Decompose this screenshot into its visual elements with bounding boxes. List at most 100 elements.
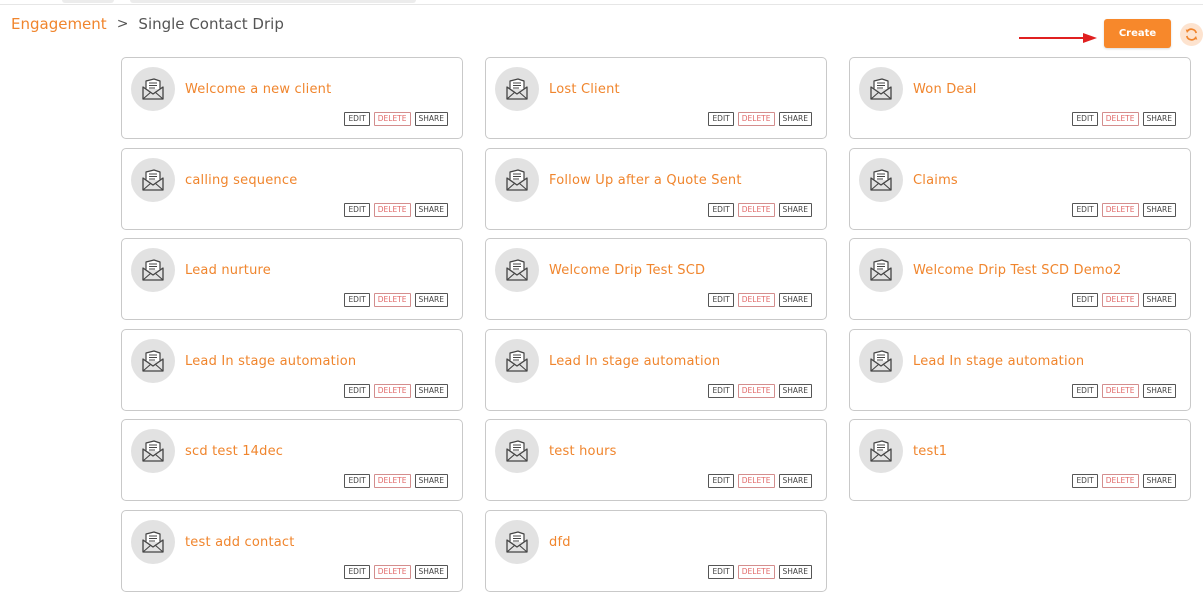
envelope-letter-icon bbox=[859, 157, 903, 202]
drip-card[interactable]: dfd EDIT DELETE SHARE bbox=[485, 509, 827, 592]
delete-button[interactable]: DELETE bbox=[737, 474, 775, 489]
share-button[interactable]: SHARE bbox=[778, 293, 812, 308]
drip-card-title[interactable]: calling sequence bbox=[185, 172, 298, 188]
drip-card-title[interactable]: test hours bbox=[549, 444, 617, 460]
drip-card-title[interactable]: Lead In stage automation bbox=[549, 353, 721, 369]
breadcrumb-separator: > bbox=[116, 16, 129, 32]
refresh-button[interactable] bbox=[1180, 23, 1203, 46]
delete-button[interactable]: DELETE bbox=[373, 474, 411, 489]
share-button[interactable]: SHARE bbox=[1142, 474, 1176, 489]
drip-card[interactable]: test add contact EDIT DELETE SHARE bbox=[121, 509, 463, 592]
edit-button[interactable]: EDIT bbox=[344, 383, 370, 398]
drip-card[interactable]: Lead In stage automation EDIT DELETE SHA… bbox=[121, 328, 463, 411]
share-button[interactable]: SHARE bbox=[414, 202, 448, 217]
drip-card-title[interactable]: Welcome Drip Test SCD Demo2 bbox=[913, 263, 1122, 279]
share-button[interactable]: SHARE bbox=[778, 474, 812, 489]
edit-button[interactable]: EDIT bbox=[344, 474, 370, 489]
drip-card[interactable]: test1 EDIT DELETE SHARE bbox=[849, 419, 1191, 502]
top-tab-stub bbox=[130, 0, 416, 3]
edit-button[interactable]: EDIT bbox=[1072, 383, 1098, 398]
delete-button[interactable]: DELETE bbox=[1101, 202, 1139, 217]
share-button[interactable]: SHARE bbox=[1142, 112, 1176, 126]
edit-button[interactable]: EDIT bbox=[708, 564, 734, 579]
drip-card-title[interactable]: Lead In stage automation bbox=[913, 353, 1085, 369]
delete-button[interactable]: DELETE bbox=[1101, 383, 1139, 398]
share-button[interactable]: SHARE bbox=[414, 564, 448, 579]
drip-card[interactable]: Claims EDIT DELETE SHARE bbox=[849, 147, 1191, 230]
breadcrumb-engagement-link[interactable]: Engagement bbox=[11, 15, 107, 33]
edit-button[interactable]: EDIT bbox=[344, 293, 370, 308]
share-button[interactable]: SHARE bbox=[1142, 293, 1176, 308]
share-button[interactable]: SHARE bbox=[414, 293, 448, 308]
share-button[interactable]: SHARE bbox=[778, 112, 812, 126]
edit-button[interactable]: EDIT bbox=[708, 474, 734, 489]
drip-card-title[interactable]: dfd bbox=[549, 534, 571, 550]
drip-card[interactable]: Lead nurture EDIT DELETE SHARE bbox=[121, 238, 463, 321]
delete-button[interactable]: DELETE bbox=[373, 293, 411, 308]
drip-card-title[interactable]: Welcome a new client bbox=[185, 82, 332, 97]
delete-button[interactable]: DELETE bbox=[1101, 474, 1139, 489]
create-button[interactable]: Create bbox=[1104, 19, 1171, 48]
drip-card[interactable]: Welcome a new client EDIT DELETE SHARE bbox=[121, 57, 463, 139]
drip-card[interactable]: Welcome Drip Test SCD Demo2 EDIT DELETE … bbox=[849, 238, 1191, 321]
delete-button[interactable]: DELETE bbox=[373, 383, 411, 398]
drip-card[interactable]: Lost Client EDIT DELETE SHARE bbox=[485, 57, 827, 139]
drip-card-title[interactable]: test1 bbox=[913, 444, 948, 460]
delete-button[interactable]: DELETE bbox=[737, 112, 775, 126]
delete-button[interactable]: DELETE bbox=[1101, 293, 1139, 308]
share-button[interactable]: SHARE bbox=[778, 383, 812, 398]
drip-card-title[interactable]: Lost Client bbox=[549, 82, 620, 97]
share-button[interactable]: SHARE bbox=[1142, 202, 1176, 217]
delete-button[interactable]: DELETE bbox=[373, 112, 411, 126]
drip-card-actions: EDIT DELETE SHARE bbox=[344, 112, 448, 126]
drip-card-title[interactable]: Claims bbox=[913, 172, 958, 188]
delete-button[interactable]: DELETE bbox=[373, 202, 411, 217]
envelope-letter-icon bbox=[495, 429, 539, 474]
share-button[interactable]: SHARE bbox=[414, 112, 448, 126]
edit-button[interactable]: EDIT bbox=[344, 112, 370, 126]
share-button[interactable]: SHARE bbox=[778, 202, 812, 217]
edit-button[interactable]: EDIT bbox=[1072, 474, 1098, 489]
edit-button[interactable]: EDIT bbox=[344, 564, 370, 579]
drip-card[interactable]: Lead In stage automation EDIT DELETE SHA… bbox=[485, 328, 827, 411]
drip-card[interactable]: scd test 14dec EDIT DELETE SHARE bbox=[121, 419, 463, 502]
drip-card-title[interactable]: Follow Up after a Quote Sent bbox=[549, 172, 742, 188]
edit-button[interactable]: EDIT bbox=[708, 383, 734, 398]
delete-button[interactable]: DELETE bbox=[1101, 112, 1139, 126]
share-button[interactable]: SHARE bbox=[1142, 383, 1176, 398]
edit-button[interactable]: EDIT bbox=[708, 202, 734, 217]
share-button[interactable]: SHARE bbox=[414, 383, 448, 398]
drip-card[interactable]: calling sequence EDIT DELETE SHARE bbox=[121, 147, 463, 230]
edit-button[interactable]: EDIT bbox=[1072, 112, 1098, 126]
delete-button[interactable]: DELETE bbox=[737, 564, 775, 579]
edit-button[interactable]: EDIT bbox=[344, 202, 370, 217]
drip-card[interactable]: Lead In stage automation EDIT DELETE SHA… bbox=[849, 328, 1191, 411]
edit-button[interactable]: EDIT bbox=[708, 293, 734, 308]
drip-card-actions: EDIT DELETE SHARE bbox=[708, 293, 812, 308]
drip-card-title[interactable]: test add contact bbox=[185, 534, 295, 550]
edit-button[interactable]: EDIT bbox=[1072, 293, 1098, 308]
drip-card[interactable]: test hours EDIT DELETE SHARE bbox=[485, 419, 827, 502]
drip-card[interactable]: Welcome Drip Test SCD EDIT DELETE SHARE bbox=[485, 238, 827, 321]
envelope-letter-icon bbox=[495, 67, 539, 111]
drip-card-title[interactable]: Lead nurture bbox=[185, 263, 271, 279]
drip-card[interactable]: Won Deal EDIT DELETE SHARE bbox=[849, 57, 1191, 139]
drip-card-actions: EDIT DELETE SHARE bbox=[1072, 293, 1176, 308]
drip-card-title[interactable]: Welcome Drip Test SCD bbox=[549, 263, 706, 279]
envelope-letter-icon bbox=[859, 429, 903, 474]
drip-card-title[interactable]: scd test 14dec bbox=[185, 444, 284, 460]
drip-card-actions: EDIT DELETE SHARE bbox=[708, 383, 812, 398]
edit-button[interactable]: EDIT bbox=[708, 112, 734, 126]
delete-button[interactable]: DELETE bbox=[737, 202, 775, 217]
edit-button[interactable]: EDIT bbox=[1072, 202, 1098, 217]
envelope-letter-icon bbox=[131, 67, 175, 111]
delete-button[interactable]: DELETE bbox=[373, 564, 411, 579]
drip-card-title[interactable]: Lead In stage automation bbox=[185, 353, 357, 369]
delete-button[interactable]: DELETE bbox=[737, 293, 775, 308]
pointer-arrow-icon bbox=[1019, 33, 1097, 43]
drip-card[interactable]: Follow Up after a Quote Sent EDIT DELETE… bbox=[485, 147, 827, 230]
share-button[interactable]: SHARE bbox=[778, 564, 812, 579]
drip-card-title[interactable]: Won Deal bbox=[913, 82, 977, 97]
delete-button[interactable]: DELETE bbox=[737, 383, 775, 398]
share-button[interactable]: SHARE bbox=[414, 474, 448, 489]
